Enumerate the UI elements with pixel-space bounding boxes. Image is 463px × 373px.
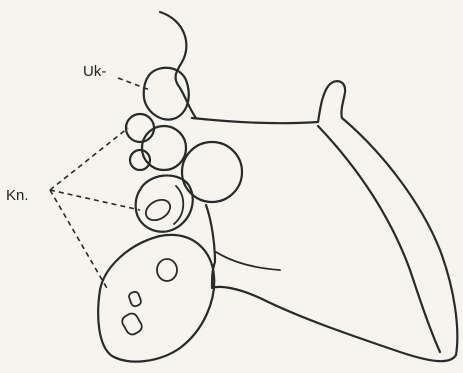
stalk-line [160, 12, 196, 118]
bottom-inner-circle [157, 259, 177, 281]
knot-bottom [98, 235, 214, 362]
main-body-outline [192, 81, 457, 361]
knot-large [182, 142, 242, 202]
knot-2 [130, 150, 150, 170]
knot-1 [126, 114, 154, 142]
leader-kn-3 [50, 190, 108, 290]
leader-kn-2 [50, 190, 140, 210]
inner-lobe-line [318, 126, 440, 352]
leader-kn-1 [50, 128, 128, 190]
knot-3 [142, 126, 186, 170]
label-uk: Uk- [83, 64, 106, 79]
bottom-inner-small [128, 291, 142, 308]
inner-basal-curve [216, 252, 280, 270]
bottom-inner-rect [120, 311, 144, 336]
bud-inner-line [174, 186, 183, 224]
bud-seed [142, 196, 174, 225]
label-kn: Kn. [6, 188, 29, 203]
